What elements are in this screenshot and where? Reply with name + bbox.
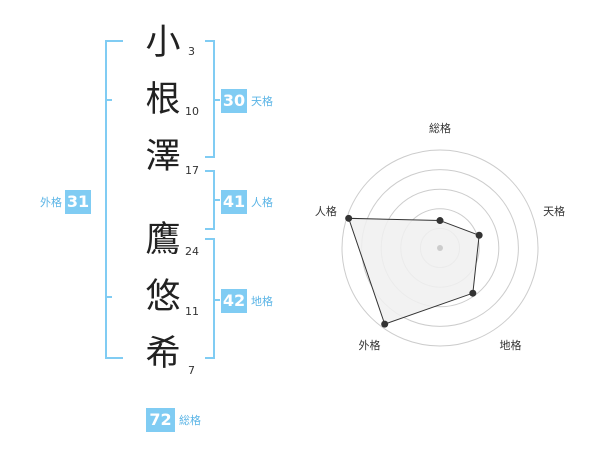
chikaku-badge: 42 地格 [221,289,273,313]
name-char-4: 鷹 [145,220,181,260]
stroke-count-6: 7 [188,364,195,377]
soukaku-value: 72 [146,408,175,432]
tenkaku-value: 30 [221,89,247,113]
radar-point [436,217,444,225]
soukaku-label: 総格 [179,414,201,427]
gaikaku-badge: 外格 31 [40,190,91,214]
radar-point [475,231,483,239]
stroke-count-1: 3 [188,45,195,58]
radar-axis-label: 地格 [500,338,522,352]
jinkaku-badge: 41 人格 [221,190,273,214]
gaikaku-value: 31 [65,190,91,214]
soukaku-badge: 72 総格 [146,408,201,432]
radar-point [469,289,477,297]
radar-axis-label: 総格 [429,121,451,135]
radar-point [345,214,353,222]
radar-center [437,245,443,251]
name-char-3: 澤 [145,137,181,177]
name-char-6: 希 [145,334,181,374]
name-char-5: 悠 [145,277,181,317]
radar-axis-label: 人格 [315,204,337,218]
radar-area [347,217,480,325]
stroke-count-5: 11 [185,305,199,318]
stroke-count-3: 17 [185,164,199,177]
radar-axis-label: 外格 [358,338,380,352]
name-char-2: 根 [145,80,181,120]
radar-point [381,320,389,328]
chikaku-value: 42 [221,289,247,313]
gaikaku-label: 外格 [40,196,62,209]
stroke-count-4: 24 [185,245,199,258]
radar-axis-label: 天格 [543,204,565,218]
stroke-count-2: 10 [185,105,199,118]
chikaku-label: 地格 [251,295,273,308]
jinkaku-value: 41 [221,190,247,214]
name-char-1: 小 [145,23,181,63]
tenkaku-badge: 30 天格 [221,89,273,113]
jinkaku-label: 人格 [251,196,273,209]
tenkaku-label: 天格 [251,95,273,108]
